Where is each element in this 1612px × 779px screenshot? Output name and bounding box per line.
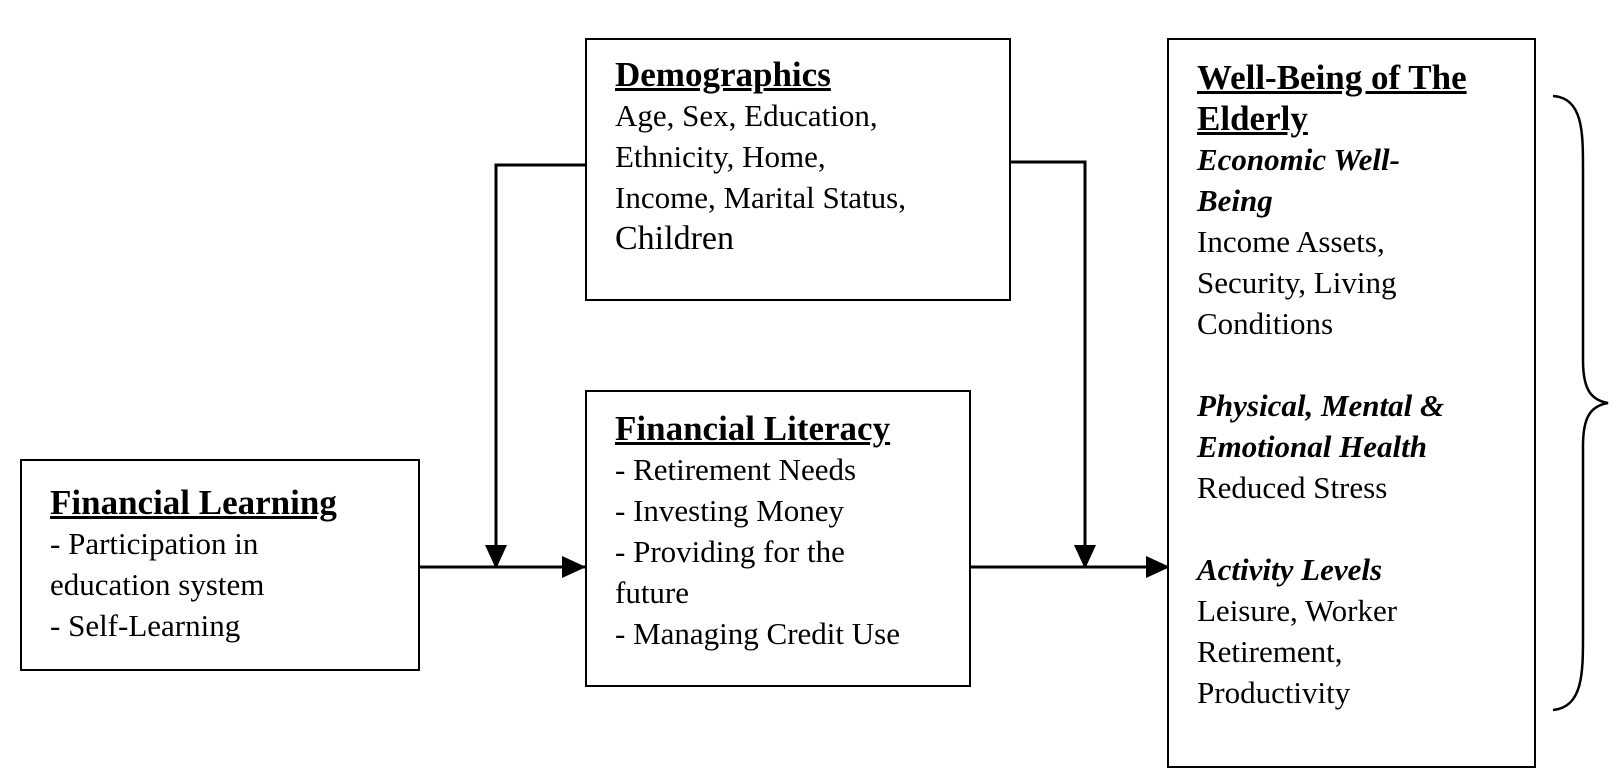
arrowhead-wellbeing <box>1146 556 1170 578</box>
economic-line: Security, Living <box>1197 265 1397 300</box>
financial-literacy-line: - Investing Money <box>615 493 845 528</box>
arrowhead-demographics-left <box>485 545 507 569</box>
arrowhead-demographics-right <box>1074 545 1096 569</box>
financial-literacy-line: - Providing for the <box>615 534 845 569</box>
financial-learning-title: Financial Learning <box>50 483 337 522</box>
economic-line: Conditions <box>1197 306 1334 341</box>
financial-literacy-line: - Retirement Needs <box>615 452 857 487</box>
activity-line: Retirement, <box>1197 634 1343 669</box>
activity-line: Leisure, Worker <box>1197 593 1398 628</box>
financial-literacy-line: future <box>615 575 690 610</box>
well-being-title: Well-Being of The <box>1197 58 1467 97</box>
financial-learning-line: education system <box>50 567 265 602</box>
curly-brace <box>1552 94 1609 712</box>
section-spacer <box>1197 508 1534 549</box>
arrowhead-literacy <box>562 556 586 578</box>
activity-line: Productivity <box>1197 675 1351 710</box>
well-being-title: Elderly <box>1197 99 1308 138</box>
demographics-line: Age, Sex, Education, <box>615 98 878 133</box>
financial-learning-line: - Self-Learning <box>50 608 241 643</box>
demographics-line: Children <box>615 220 734 257</box>
demographics-line: Income, Marital Status, <box>615 180 906 215</box>
economic-line: Income Assets, <box>1197 224 1385 259</box>
economic-heading: Being <box>1197 183 1273 218</box>
health-heading: Physical, Mental & <box>1197 388 1445 423</box>
activity-heading: Activity Levels <box>1197 552 1383 587</box>
demographics-title: Demographics <box>615 55 831 94</box>
section-spacer <box>1197 344 1534 385</box>
arrow-demographics-to-wellbeing-link <box>1010 160 1087 548</box>
financial-literacy-title: Financial Literacy <box>615 409 891 448</box>
financial-learning-line: - Participation in <box>50 526 259 561</box>
financial-literacy-line: - Managing Credit Use <box>615 616 900 651</box>
health-heading: Emotional Health <box>1197 429 1427 464</box>
financial-literacy-box: Financial Literacy - Retirement Needs - … <box>585 390 971 687</box>
financial-learning-box: Financial Learning - Participation in ed… <box>20 459 420 671</box>
arrow-demographics-to-literacy-link <box>494 163 587 548</box>
economic-heading: Economic Well- <box>1197 142 1400 177</box>
demographics-line: Ethnicity, Home, <box>615 139 826 174</box>
demographics-box: Demographics Age, Sex, Education, Ethnic… <box>585 38 1011 301</box>
health-line: Reduced Stress <box>1197 470 1388 505</box>
well-being-box: Well-Being of The Elderly Economic Well-… <box>1167 38 1536 768</box>
